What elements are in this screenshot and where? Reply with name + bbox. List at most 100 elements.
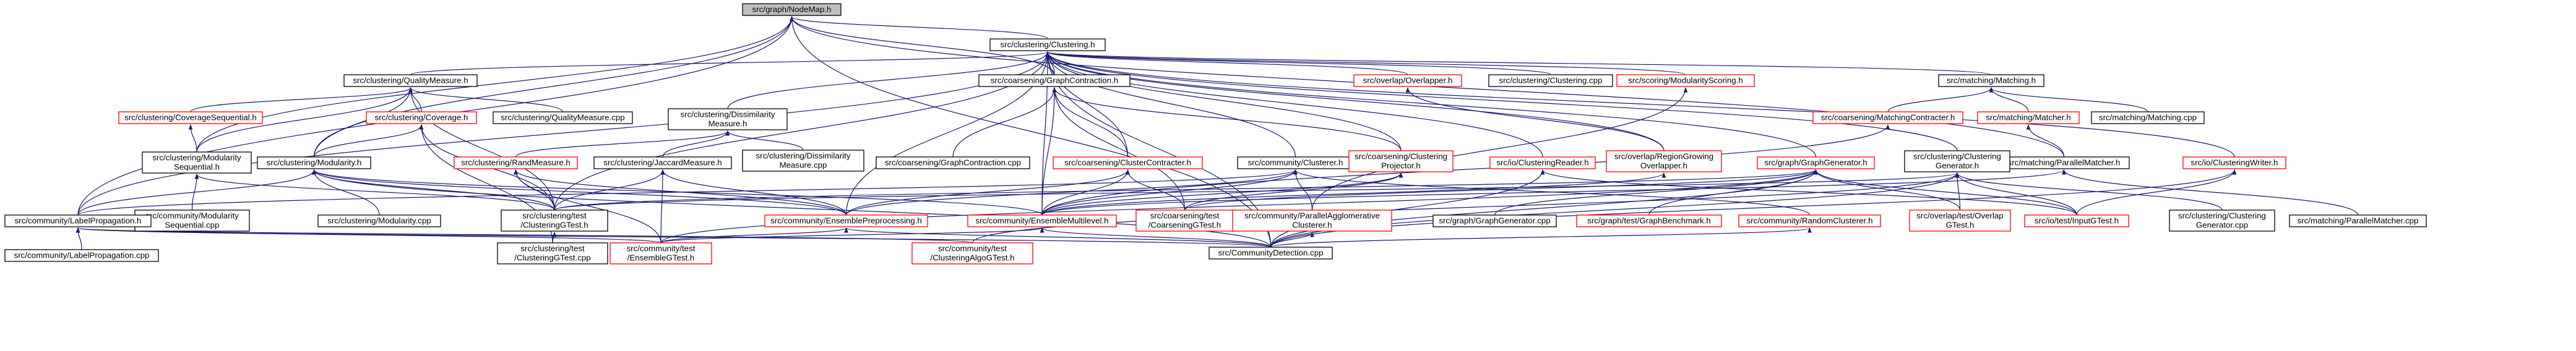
graph-node[interactable]: src/clustering/Modularity.h bbox=[257, 156, 371, 169]
graph-node[interactable]: src/coarsening/ClusterContracter.h bbox=[1053, 156, 1203, 169]
graph-node[interactable]: src/community/test/ClusteringAlgoGTest.h bbox=[911, 242, 1033, 264]
node-box bbox=[1738, 214, 1881, 227]
graph-node[interactable]: src/clustering/test/ClusteringGTest.cpp bbox=[497, 242, 608, 264]
graph-node[interactable]: src/CommunityDetection.cpp bbox=[1208, 247, 1333, 260]
graph-node[interactable]: src/clustering/QualityMeasure.h bbox=[343, 74, 478, 87]
graph-node[interactable]: src/coarsening/test/CoarseningGTest.h bbox=[1135, 209, 1234, 232]
graph-node[interactable]: src/graph/GraphGenerator.cpp bbox=[1432, 214, 1557, 227]
dependency-edge bbox=[845, 169, 1130, 216]
graph-node[interactable]: src/matching/Matcher.h bbox=[1977, 111, 2080, 124]
graph-node[interactable]: src/community/LabelPropagation.cpp bbox=[4, 249, 159, 262]
node-box bbox=[2182, 156, 2286, 169]
dependency-edge bbox=[312, 169, 555, 211]
node-label: /ClusteringGTest.cpp bbox=[514, 253, 590, 263]
graph-node[interactable]: src/io/ClusteringWriter.h bbox=[2182, 156, 2286, 169]
edge-path bbox=[2062, 169, 2359, 216]
graph-node[interactable]: src/matching/Matching.h bbox=[1938, 74, 2044, 87]
node-label: src/community/test bbox=[938, 244, 1007, 253]
graph-node[interactable]: src/clustering/Clustering.h bbox=[989, 38, 1106, 51]
node-box bbox=[2091, 111, 2205, 124]
dependency-edge bbox=[1045, 51, 1958, 151]
dependency-edge bbox=[1955, 172, 2077, 216]
node-box bbox=[2024, 214, 2129, 227]
node-box bbox=[1812, 111, 1963, 124]
node-label: src/community/test bbox=[627, 244, 696, 253]
graph-node[interactable]: src/coarsening/GraphContraction.cpp bbox=[876, 156, 1030, 169]
node-label: src/matching/ParallelMatcher.cpp bbox=[2298, 216, 2419, 226]
graph-node[interactable]: src/scoring/ModularityScoring.h bbox=[1616, 74, 1755, 87]
graph-node[interactable]: src/graph/test/GraphBenchmark.h bbox=[1576, 214, 1722, 227]
dependency-edge bbox=[1046, 51, 1992, 75]
edge-path bbox=[1293, 169, 1313, 211]
graph-node[interactable]: src/overlap/Overlapper.h bbox=[1353, 74, 1462, 87]
node-label: src/matching/Matcher.h bbox=[1986, 113, 2070, 122]
graph-node[interactable]: src/community/EnsembleMultilevel.h bbox=[967, 214, 1117, 227]
edge-path bbox=[312, 169, 1272, 248]
edge-path bbox=[1041, 169, 1130, 216]
graph-node[interactable]: src/matching/ParallelMatcher.h bbox=[1998, 156, 2130, 169]
node-label: src/clustering/Modularity.cpp bbox=[327, 216, 431, 226]
edge-path bbox=[1814, 169, 2077, 216]
graph-node[interactable]: src/clustering/CoverageSequential.h bbox=[118, 111, 263, 124]
dependency-edge bbox=[1270, 232, 1314, 248]
node-label: src/clustering/QualityMeasure.h bbox=[353, 76, 468, 85]
graph-node[interactable]: src/community/LabelPropagation.h bbox=[4, 214, 152, 227]
node-label: src/community/LabelPropagation.h bbox=[15, 216, 142, 226]
node-box bbox=[366, 111, 477, 124]
node-box bbox=[1757, 156, 1875, 169]
graph-node[interactable]: src/community/EnsemblePreprocessing.h bbox=[764, 214, 928, 227]
dependency-edge bbox=[1126, 169, 1186, 211]
graph-node[interactable]: src/clustering/Modularity.cpp bbox=[317, 214, 441, 227]
node-box bbox=[1488, 74, 1613, 87]
graph-node[interactable]: src/io/test/InputGTest.h bbox=[2024, 214, 2129, 227]
graph-node[interactable]: src/clustering/test/ClusteringGTest.h bbox=[501, 209, 608, 232]
graph-node[interactable]: src/graph/GraphGenerator.h bbox=[1757, 156, 1875, 169]
node-box bbox=[876, 156, 1030, 169]
graph-node[interactable]: src/community/ParallelAgglomerativeClust… bbox=[1232, 209, 1392, 232]
graph-node[interactable]: src/community/test/EnsembleGTest.h bbox=[610, 242, 712, 264]
graph-node[interactable]: src/clustering/Coverage.h bbox=[366, 111, 477, 124]
edge-path bbox=[1270, 169, 2237, 248]
edge-path bbox=[2026, 124, 2065, 158]
graph-node[interactable]: src/clustering/Clustering.cpp bbox=[1488, 74, 1613, 87]
edge-path bbox=[1046, 51, 1686, 75]
node-box bbox=[118, 111, 263, 124]
graph-node[interactable]: src/io/ClusteringReader.h bbox=[1489, 156, 1596, 169]
node-box bbox=[1977, 111, 2080, 124]
graph-node[interactable]: src/community/RandomClusterer.h bbox=[1738, 214, 1881, 227]
graph-node[interactable]: src/coarsening/GraphContraction.h bbox=[978, 74, 1131, 87]
node-box bbox=[454, 156, 578, 169]
node-label: src/clustering/RandMeasure.h bbox=[461, 158, 571, 167]
graph-node[interactable]: src/clustering/RandMeasure.h bbox=[454, 156, 578, 169]
node-box bbox=[257, 156, 371, 169]
node-label: Measure.cpp bbox=[780, 161, 827, 170]
graph-node[interactable]: src/matching/ParallelMatcher.cpp bbox=[2289, 214, 2427, 227]
node-label: src/clustering/Clustering bbox=[1913, 152, 2001, 161]
graph-node[interactable]: src/community/Clusterer.h bbox=[1237, 156, 1354, 169]
node-label: Overlapper.h bbox=[1640, 161, 1687, 171]
node-label: src/graph/NodeMap.h bbox=[752, 5, 832, 14]
graph-node[interactable]: src/clustering/JaccardMeasure.h bbox=[593, 156, 732, 169]
edge-path bbox=[660, 227, 848, 243]
dependency-edge bbox=[76, 227, 973, 243]
dependency-edge bbox=[515, 130, 730, 158]
node-label: src/clustering/CoverageSequential.h bbox=[124, 113, 257, 122]
graph-node[interactable]: src/coarsening/MatchingContracter.h bbox=[1812, 111, 1963, 124]
node-box bbox=[1606, 150, 1722, 172]
graph-node[interactable]: src/matching/Matching.cpp bbox=[2091, 111, 2205, 124]
node-box bbox=[978, 74, 1131, 87]
dependency-edge bbox=[1052, 87, 1402, 151]
graph-node[interactable]: src/clustering/QualityMeasure.cpp bbox=[493, 111, 633, 124]
dependency-edge bbox=[1041, 172, 1403, 216]
node-label: /ClusteringGTest.h bbox=[520, 221, 588, 230]
edge-path bbox=[312, 169, 555, 211]
